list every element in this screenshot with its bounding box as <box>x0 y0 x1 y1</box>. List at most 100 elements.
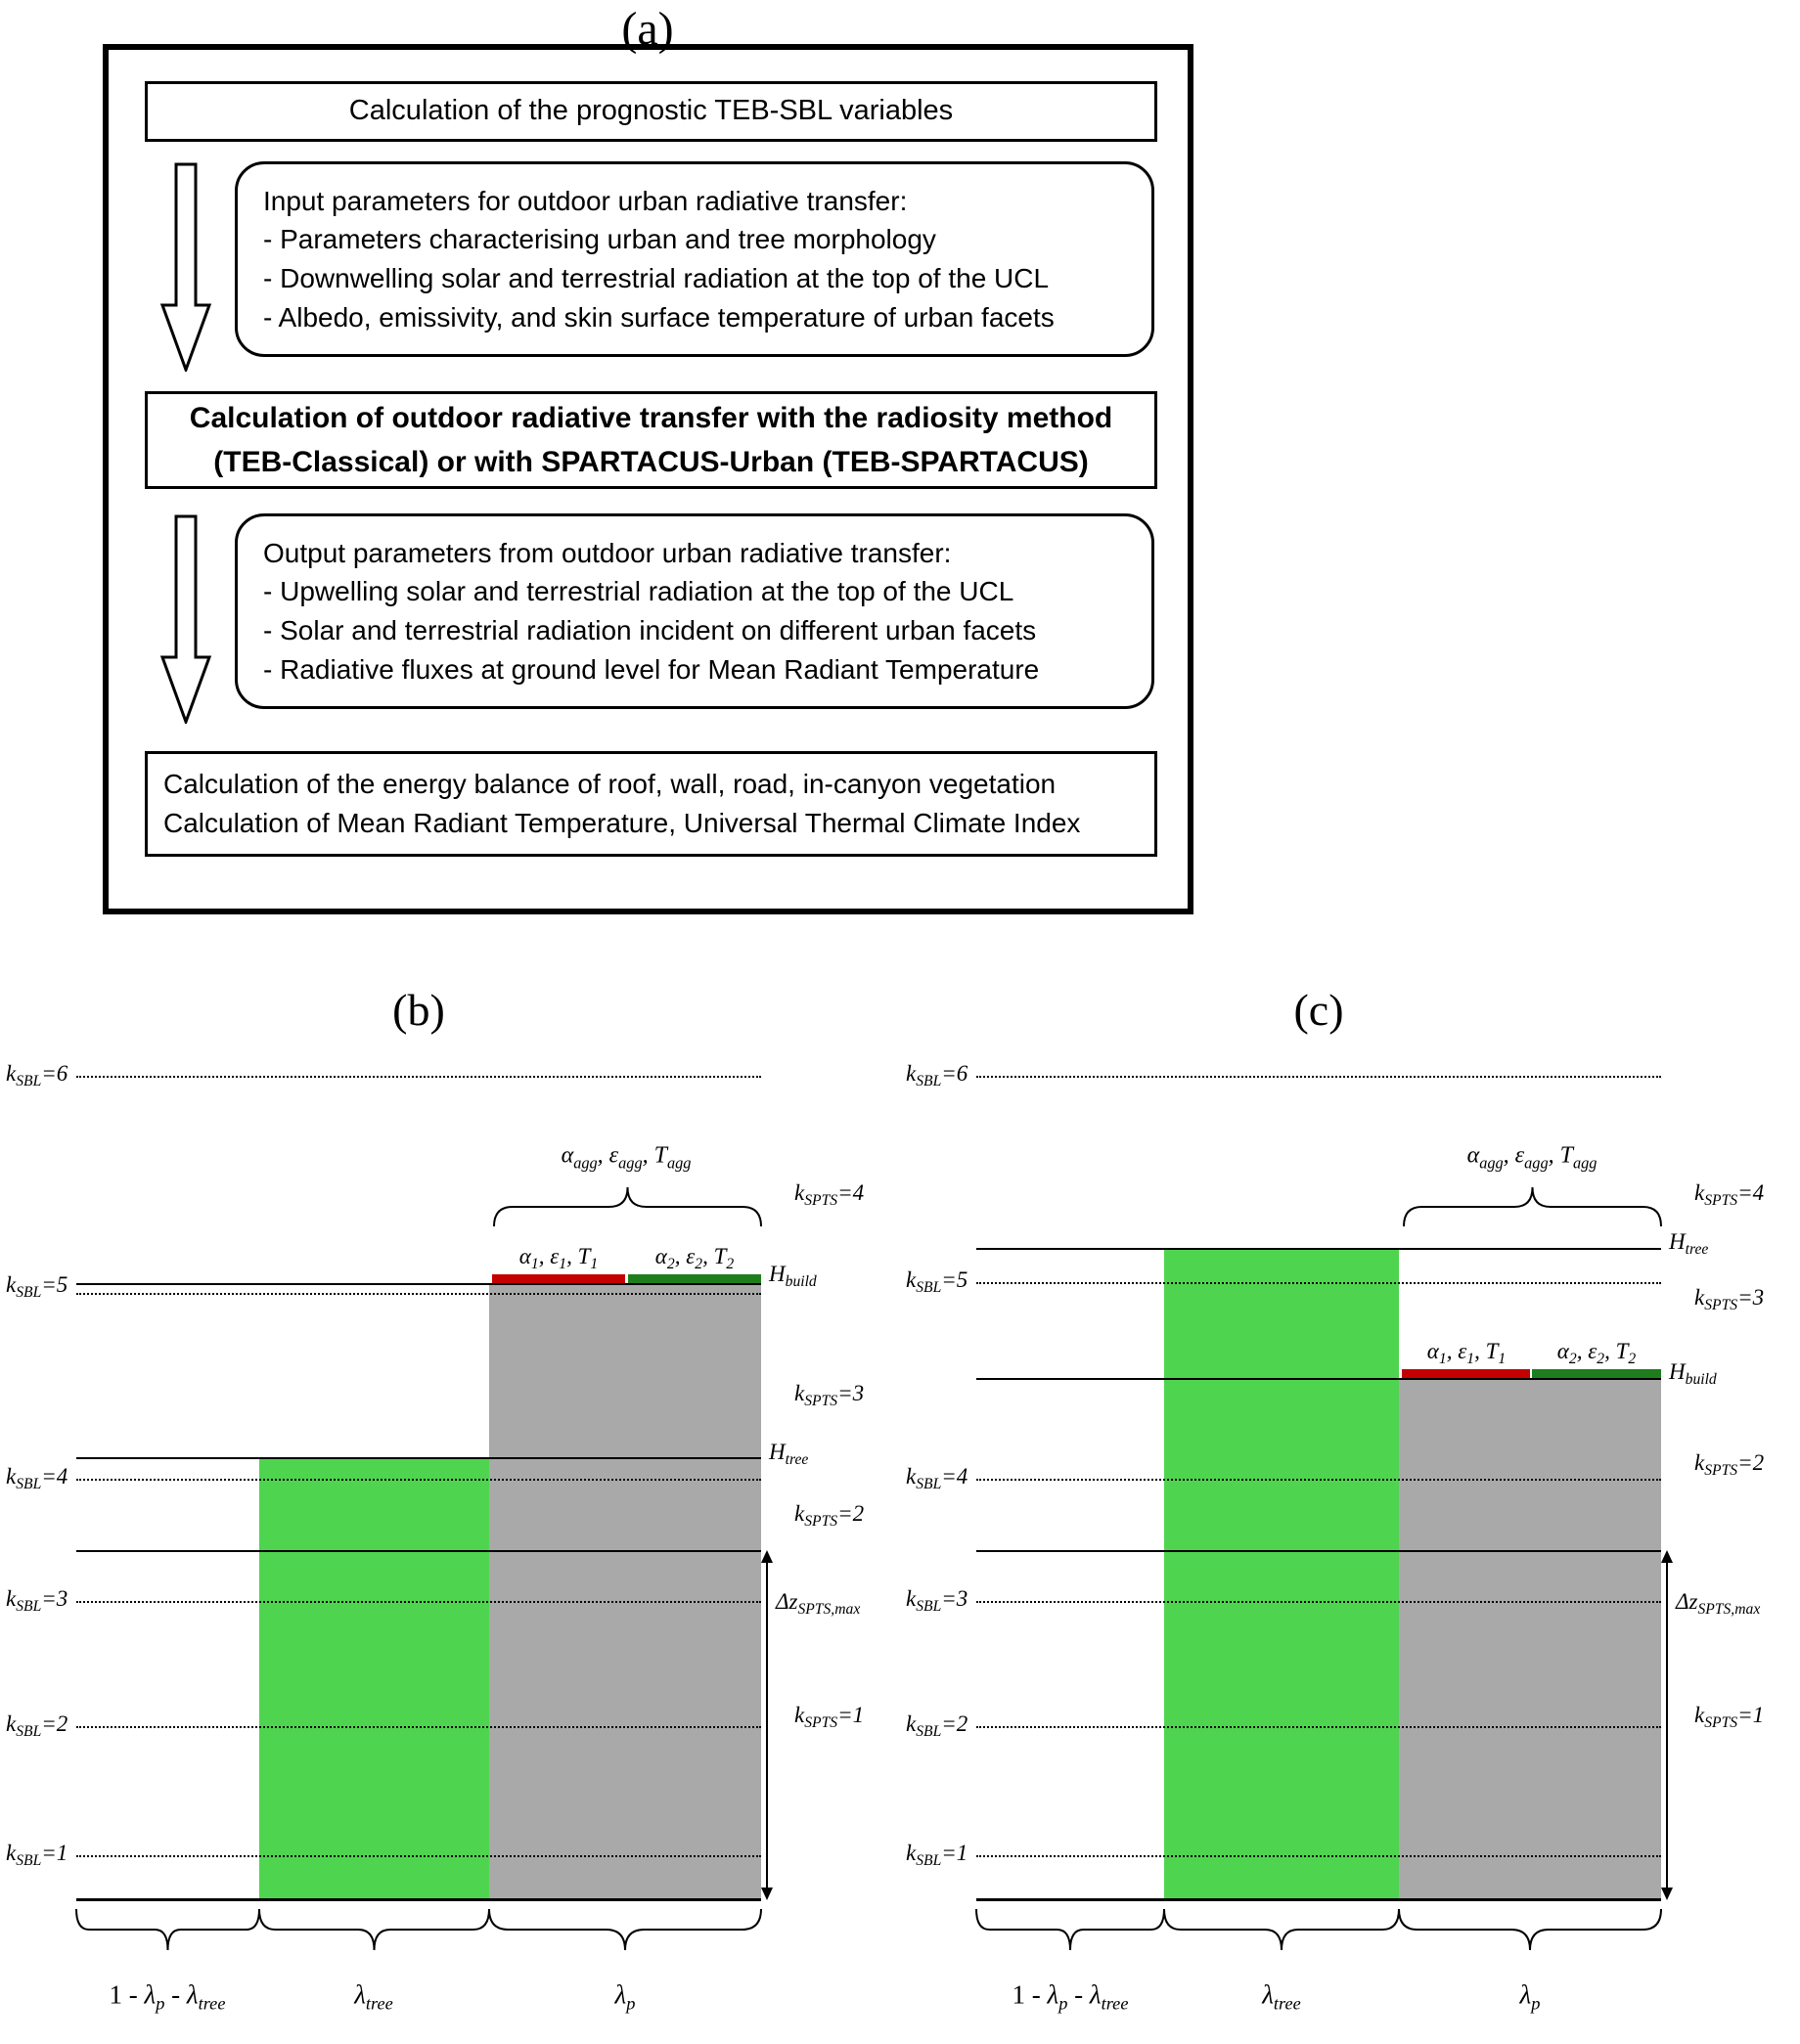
central-box-line: (TEB-Classical) or with SPARTACUS-Urban … <box>213 446 1089 478</box>
output-box-item: - Solar and terrestrial radiation incide… <box>263 615 1037 645</box>
building-fraction-label: λp <box>1519 1979 1541 2014</box>
input-box-title: Input parameters for outdoor urban radia… <box>263 185 908 216</box>
ksbl-5-label: kSBL=5 <box>906 1266 968 1297</box>
panel-c-label: (c) <box>1293 985 1344 1035</box>
facet-1-properties-label: α1, ε1, T1 <box>1426 1338 1507 1368</box>
dz-spts-max-label: ΔzSPTS,max <box>776 1588 861 1619</box>
building-fraction-underbrace <box>489 1909 761 1950</box>
tree-fraction-label: λtree <box>354 1979 393 2014</box>
building-fraction-underbrace <box>1399 1909 1661 1950</box>
ksbl-3-gridline <box>76 1601 761 1603</box>
open-fraction-label: 1 - λp - λtree <box>109 1979 226 2014</box>
kspts-3-label: kSPTS=3 <box>794 1380 865 1410</box>
tree-fraction-underbrace <box>259 1909 489 1950</box>
flow-box-input: Input parameters for outdoor urban radia… <box>235 161 1154 357</box>
flow-box-prognostic-text: Calculation of the prognostic TEB-SBL va… <box>348 95 954 127</box>
ksbl-3-label: kSBL=3 <box>906 1585 968 1616</box>
hbuild-level-line <box>976 1378 1661 1380</box>
ksbl-6-gridline <box>976 1076 1661 1078</box>
down-arrow-icon <box>160 514 211 724</box>
building-area <box>489 1283 761 1898</box>
tree-fraction-label: λtree <box>1262 1979 1301 2014</box>
ground-line <box>976 1898 1661 1901</box>
ksbl-4-label: kSBL=4 <box>6 1463 68 1493</box>
kspts-1-label: kSPTS=1 <box>1694 1702 1765 1732</box>
ksbl-6-gridline <box>76 1076 761 1078</box>
flow-box-energy-balance: Calculation of the energy balance of roo… <box>145 751 1157 857</box>
tree-fraction-underbrace <box>1164 1909 1399 1950</box>
input-box-item: - Albedo, emissivity, and skin surface t… <box>263 301 1055 333</box>
roof-facet-1-bar <box>492 1274 625 1283</box>
bottom-box-line: Calculation of the energy balance of roo… <box>163 769 1057 800</box>
input-box-item: - Parameters characterising urban and tr… <box>263 224 936 255</box>
aggregate-properties-label: αagg, εagg, Tagg <box>1466 1142 1598 1173</box>
spts-boundary-line <box>976 1550 1661 1552</box>
dz-spts-max-label: ΔzSPTS,max <box>1676 1588 1761 1619</box>
ksbl-6-label: kSBL=6 <box>906 1060 968 1090</box>
output-box-item: - Radiative fluxes at ground level for M… <box>263 653 1040 685</box>
ksbl-1-label: kSBL=1 <box>6 1840 68 1870</box>
flow-box-output: Output parameters from outdoor urban rad… <box>235 513 1154 709</box>
aggregate-overbrace <box>1404 1187 1661 1226</box>
ksbl-4-gridline <box>76 1479 761 1481</box>
aggregate-properties-label: αagg, εagg, Tagg <box>561 1142 692 1173</box>
ksbl-2-gridline <box>976 1726 1661 1728</box>
roof-facet-2-bar <box>1532 1369 1661 1378</box>
ksbl-2-label: kSBL=2 <box>6 1711 68 1741</box>
panel-b-label: (b) <box>392 985 445 1035</box>
central-box-line: Calculation of outdoor radiative transfe… <box>189 402 1113 434</box>
facet-2-properties-label: α2, ε2, T2 <box>1556 1338 1637 1368</box>
roof-facet-2-bar <box>628 1274 761 1283</box>
ksbl-1-gridline <box>76 1855 761 1857</box>
htree-label: Htree <box>1669 1228 1709 1259</box>
output-box-title: Output parameters from outdoor urban rad… <box>263 537 952 568</box>
dz-extent-arrow-icon <box>1661 1550 1673 1900</box>
ksbl-2-label: kSBL=2 <box>906 1711 968 1741</box>
building-area <box>1399 1378 1661 1898</box>
htree-level-line <box>976 1248 1661 1250</box>
hbuild-label: Hbuild <box>1669 1358 1717 1389</box>
aggregate-overbrace <box>494 1187 761 1226</box>
open-fraction-underbrace <box>976 1909 1164 1950</box>
ksbl-5-label: kSBL=5 <box>6 1271 68 1302</box>
ksbl-1-gridline <box>976 1855 1661 1857</box>
bottom-box-line: Calculation of Mean Radiant Temperature,… <box>163 808 1081 838</box>
kspts-3-label: kSPTS=3 <box>1694 1284 1765 1314</box>
building-fraction-label: λp <box>614 1979 636 2014</box>
facet-2-properties-label: α2, ε2, T2 <box>654 1243 735 1273</box>
output-box-item: - Upwelling solar and terrestrial radiat… <box>263 576 1014 607</box>
ksbl-4-label: kSBL=4 <box>906 1463 968 1493</box>
hbuild-label: Hbuild <box>769 1261 817 1291</box>
facet-1-properties-label: α1, ε1, T1 <box>518 1243 599 1273</box>
htree-label: Htree <box>769 1439 809 1469</box>
kspts-4-label: kSPTS=4 <box>794 1179 865 1210</box>
ksbl-5-gridline <box>76 1293 761 1295</box>
ksbl-4-gridline <box>976 1479 1661 1481</box>
panel-b: (b) <box>0 978 900 2044</box>
tree-area <box>1164 1248 1399 1898</box>
tree-area <box>259 1457 489 1898</box>
ksbl-2-gridline <box>76 1726 761 1728</box>
flow-box-central: Calculation of outdoor radiative transfe… <box>145 391 1157 489</box>
ksbl-3-label: kSBL=3 <box>6 1585 68 1616</box>
kspts-2-label: kSPTS=2 <box>1694 1449 1765 1480</box>
htree-level-line <box>76 1457 761 1459</box>
flow-box-prognostic: Calculation of the prognostic TEB-SBL va… <box>145 81 1157 142</box>
ksbl-3-gridline <box>976 1601 1661 1603</box>
kspts-1-label: kSPTS=1 <box>794 1702 865 1732</box>
open-fraction-underbrace <box>76 1909 259 1950</box>
hbuild-level-line <box>76 1283 761 1285</box>
panel-c: (c) <box>900 978 1800 2044</box>
spts-boundary-line <box>76 1550 761 1552</box>
flowchart-frame <box>103 44 1193 914</box>
kspts-4-label: kSPTS=4 <box>1694 1179 1765 1210</box>
ground-line <box>76 1898 761 1901</box>
ksbl-1-label: kSBL=1 <box>906 1840 968 1870</box>
roof-facet-1-bar <box>1402 1369 1530 1378</box>
ksbl-6-label: kSBL=6 <box>6 1060 68 1090</box>
input-box-item: - Downwelling solar and terrestrial radi… <box>263 263 1050 293</box>
ksbl-5-gridline <box>976 1282 1661 1284</box>
dz-extent-arrow-icon <box>761 1550 773 1900</box>
down-arrow-icon <box>160 162 211 372</box>
